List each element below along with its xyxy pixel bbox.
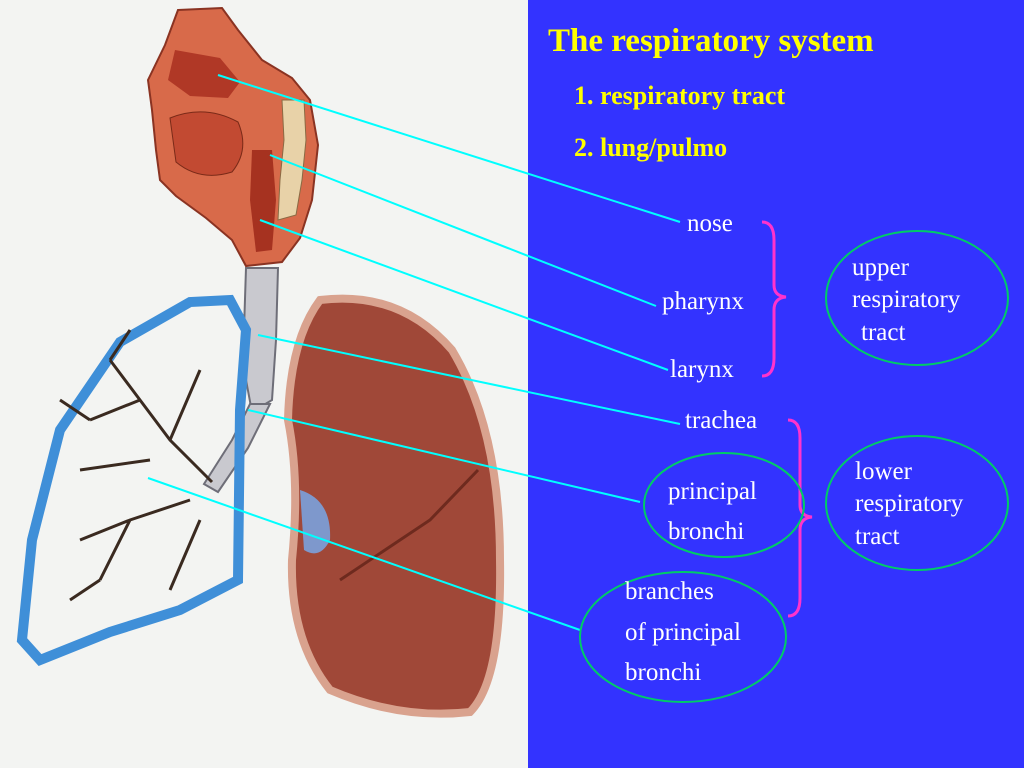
respiratory-anatomy-drawing xyxy=(16,6,505,718)
principal-bronchi-ellipse xyxy=(643,452,805,558)
subitem-lung: 2. lung/pulmo xyxy=(574,133,728,162)
label-panel xyxy=(528,0,1024,768)
leader-line-nose xyxy=(217,74,681,223)
label-nose: nose xyxy=(687,210,733,237)
lung-fissure xyxy=(339,468,480,582)
pharynx-shape xyxy=(250,150,276,252)
tongue xyxy=(169,111,244,176)
lung-hilum xyxy=(300,490,331,554)
bronchial-tree xyxy=(59,329,214,602)
upper-group-line-1: upper xyxy=(852,254,909,281)
label-larynx: larynx xyxy=(670,356,734,383)
label-trachea: trachea xyxy=(685,407,758,434)
upper-group-line-2: respiratory xyxy=(852,286,961,313)
branches-ellipse xyxy=(579,571,787,703)
label-branches-bronchi: bronchi xyxy=(625,659,702,686)
leader-line-pharynx xyxy=(269,154,657,307)
lower-group-line-3: tract xyxy=(855,523,900,550)
leader-line-trachea xyxy=(257,334,681,425)
leader-line-larynx xyxy=(259,219,669,371)
lower-group-line-1: lower xyxy=(855,458,912,485)
lower-group-line-2: respiratory xyxy=(855,490,964,517)
leader-line-branches xyxy=(147,477,581,631)
label-pharynx: pharynx xyxy=(662,288,744,315)
label-bronchi: bronchi xyxy=(668,518,745,545)
anatomy-illustration xyxy=(0,0,528,768)
leader-line-principal-bronchi xyxy=(247,409,641,503)
upper-tract-brace xyxy=(761,220,787,378)
upper-group-line-3: tract xyxy=(861,319,906,346)
right-lung xyxy=(283,294,505,718)
upper-tract-ellipse xyxy=(825,230,1009,366)
slide-title: The respiratory system xyxy=(548,23,874,59)
lower-tract-ellipse xyxy=(825,435,1009,571)
label-branches: branches xyxy=(625,578,714,605)
subitem-respiratory-tract: 1. respiratory tract xyxy=(574,81,786,110)
spine xyxy=(277,99,307,221)
label-principal: principal xyxy=(668,478,757,505)
pleura-outline xyxy=(16,294,252,666)
nasal-cavity xyxy=(168,50,240,98)
label-of-principal: of principal xyxy=(625,619,741,646)
lower-tract-brace xyxy=(787,418,813,618)
